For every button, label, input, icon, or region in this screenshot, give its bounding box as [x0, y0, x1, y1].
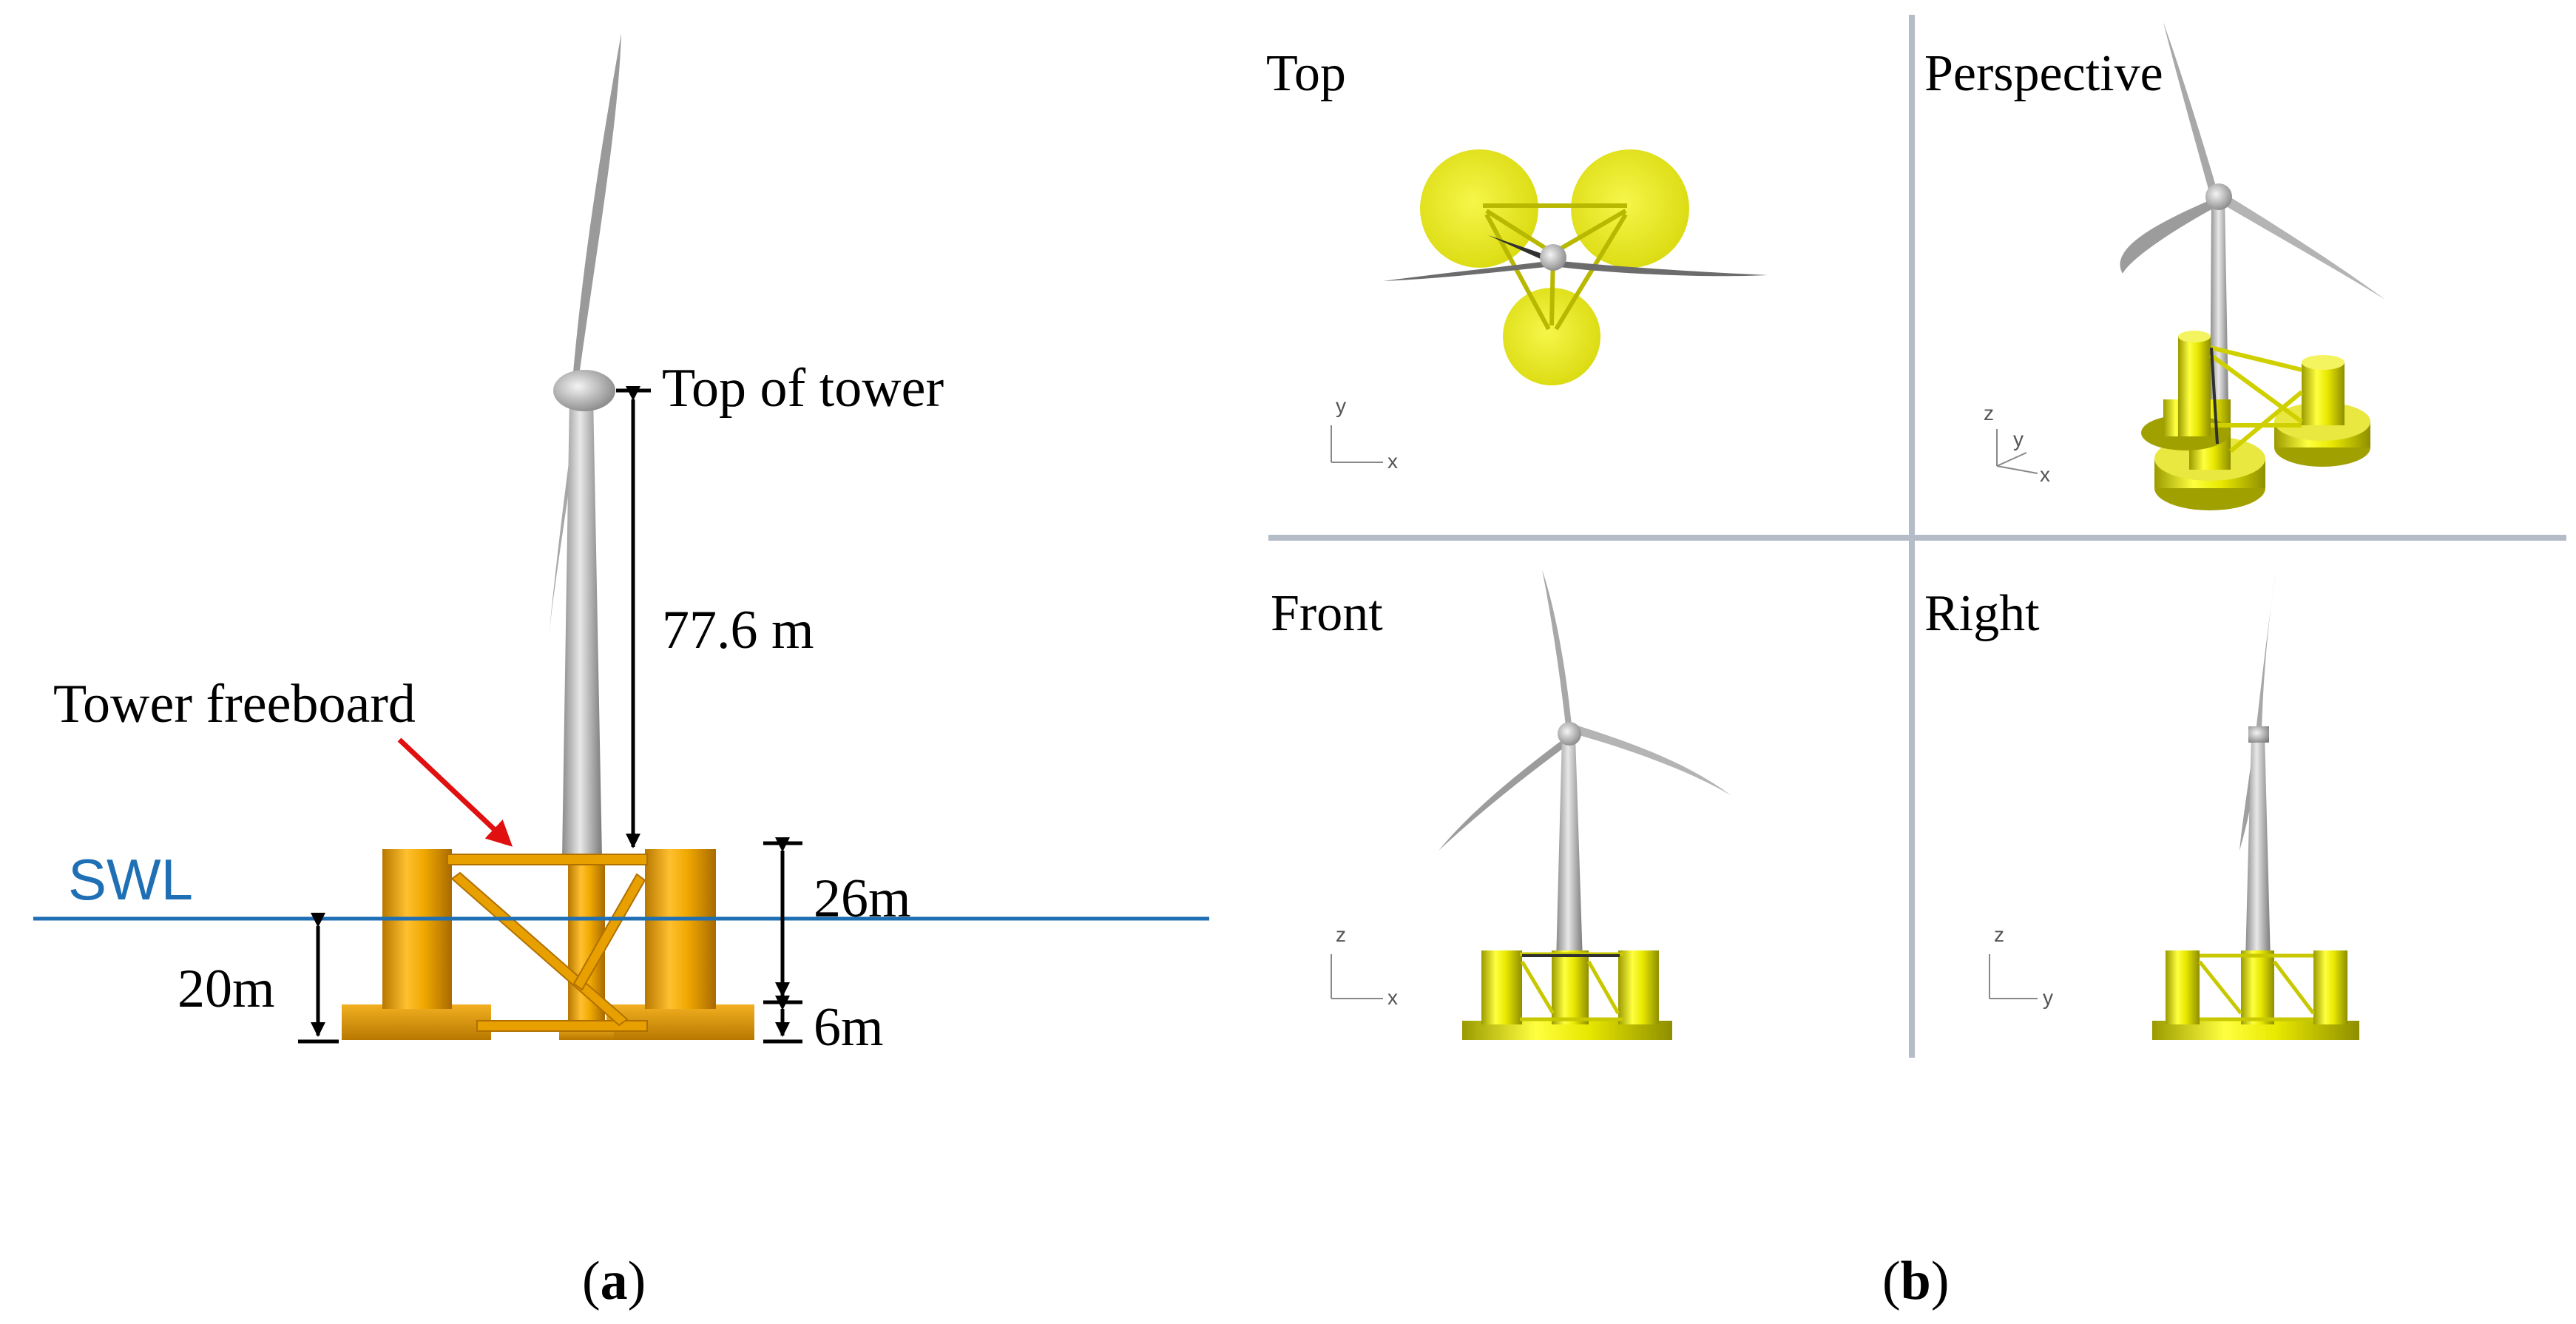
heave-plate-label: 6m — [814, 997, 884, 1058]
draft-label: 20m — [178, 959, 275, 1019]
axis-triad-right — [1989, 954, 2038, 999]
axis-label-persp-x: x — [2040, 463, 2050, 486]
freeboard-arrow — [397, 737, 513, 847]
axis-triad-front — [1331, 954, 1383, 999]
top-of-tower-label: Top of tower — [662, 358, 944, 419]
column-left — [382, 849, 452, 1009]
axis-label-right-y: y — [2043, 986, 2053, 1009]
panel-a — [33, 33, 1209, 1044]
viewport-title-perspective: Perspective — [1924, 45, 2163, 102]
column-height-dimension — [763, 837, 802, 1004]
hub — [553, 370, 615, 411]
axis-label-front-z: z — [1336, 923, 1346, 946]
axis-label-front-x: x — [1387, 986, 1398, 1009]
pontoon-bracing — [447, 854, 648, 1032]
right-view-model — [2152, 570, 2359, 1040]
column-height-label: 26m — [814, 868, 911, 929]
swl-label: SWL — [68, 847, 194, 912]
draft-dimension — [298, 913, 339, 1044]
axis-label-top-x: x — [1387, 450, 1398, 473]
caption-b: (b) — [1882, 1251, 1950, 1311]
viewport-title-top: Top — [1266, 45, 1346, 102]
tower-freeboard-label: Tower freeboard — [53, 674, 416, 734]
perspective-view-model — [2120, 22, 2385, 510]
panel-b — [1268, 15, 2566, 1058]
viewport-title-right: Right — [1924, 585, 2040, 642]
axis-label-top-y: y — [1336, 394, 1346, 417]
caption-a: (a) — [582, 1251, 646, 1311]
column-right — [645, 849, 716, 1009]
axis-triad-top — [1331, 425, 1383, 463]
viewport-title-front: Front — [1271, 585, 1383, 642]
front-view-model — [1439, 570, 1731, 1040]
axis-triad-perspective — [1996, 429, 2038, 474]
tower-height-label: 77.6 m — [662, 600, 814, 661]
heave-plate-left — [342, 1004, 491, 1040]
axis-label-persp-y: y — [2013, 428, 2024, 450]
top-view-model — [1383, 149, 1768, 385]
axis-label-right-z: z — [1994, 923, 2004, 946]
heave-plate-dimension — [763, 996, 802, 1044]
axis-label-persp-z: z — [1984, 402, 1994, 425]
tower — [562, 396, 602, 858]
tower-height-dimension — [616, 386, 651, 848]
